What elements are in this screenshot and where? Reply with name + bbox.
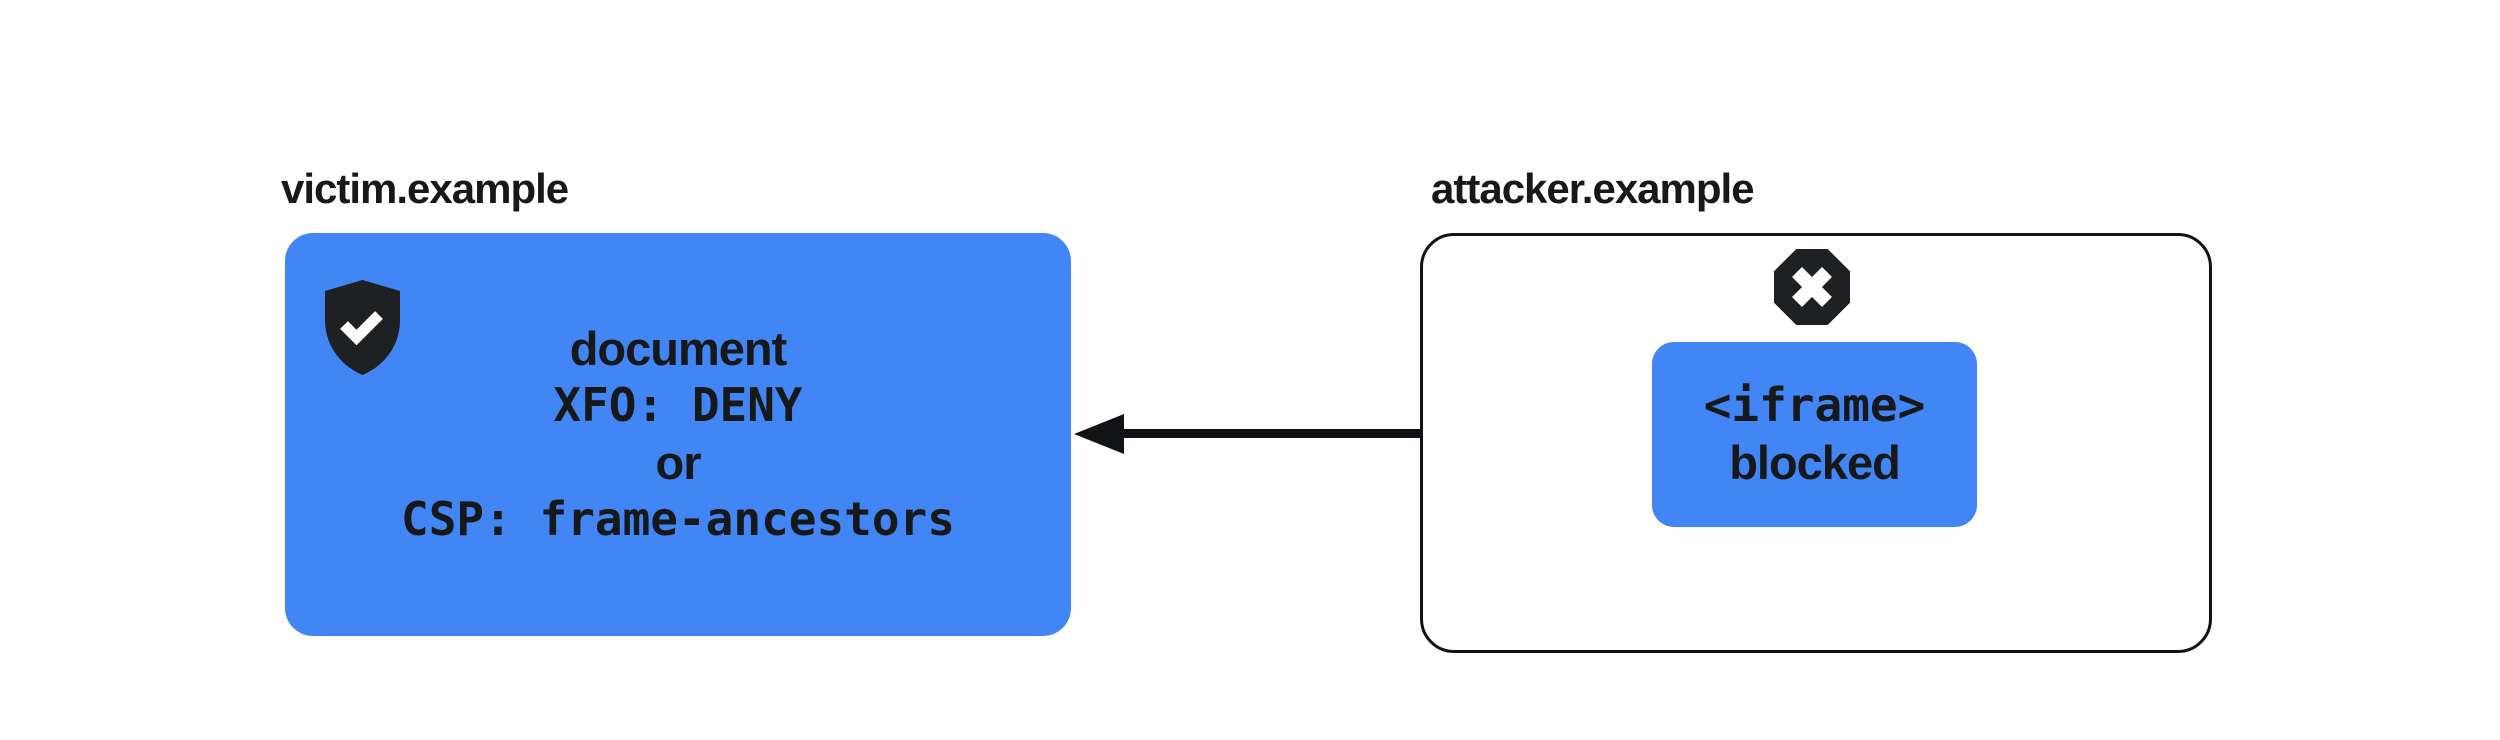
victim-document-box: document XFO: DENY or CSP: frame-ancesto…: [285, 233, 1071, 636]
blocked-request-arrow-head: [1074, 414, 1124, 454]
victim-domain-label: victim.example: [281, 165, 569, 212]
iframe-tag-line: <iframe>: [1703, 378, 1926, 432]
attacker-domain-label: attacker.example: [1431, 165, 1755, 212]
blocked-line: blocked: [1729, 436, 1901, 489]
blocked-request-arrow-shaft: [1123, 429, 1652, 438]
victim-box-text: document XFO: DENY or CSP: frame-ancesto…: [285, 320, 1071, 548]
iframe-box-text: <iframe> blocked: [1652, 377, 1977, 491]
or-line: or: [655, 436, 702, 489]
attacker-page-box: <iframe> blocked: [1420, 233, 2212, 653]
csp-frame-ancestors-line: CSP: frame-ancestors: [401, 492, 955, 546]
blocked-iframe-box: <iframe> blocked: [1652, 342, 1977, 527]
document-line: document: [569, 322, 788, 375]
shield-check-icon: [325, 280, 400, 375]
blocked-x-octagon-icon: [1774, 249, 1850, 325]
xfo-deny-line: XFO: DENY: [553, 378, 803, 432]
